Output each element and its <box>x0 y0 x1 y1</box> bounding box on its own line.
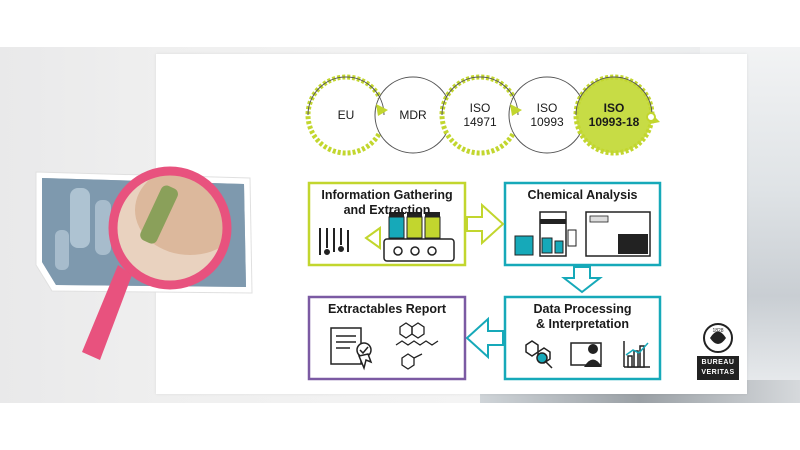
step-title-data-processing: Data Processing & Interpretation <box>533 302 632 331</box>
arrow-down-icon <box>561 266 603 294</box>
chevron-left-icon <box>364 226 381 250</box>
circle-label-eu: EU <box>337 108 355 122</box>
extraction-vials-icon <box>383 212 455 262</box>
chemical-structures-icon <box>395 322 439 370</box>
arrow-left-icon <box>465 316 504 360</box>
extraction-tools-icon <box>319 228 349 255</box>
magnifier-lens <box>108 166 232 290</box>
bar-chart-icon <box>623 341 650 368</box>
magnifier-illustration <box>35 166 253 360</box>
regulation-chain <box>305 74 660 156</box>
computer-user-icon <box>570 342 602 367</box>
certificate-icon <box>330 327 373 371</box>
magnifier-handle <box>82 265 132 360</box>
circle-label-mdr: MDR <box>399 108 427 122</box>
chain-end-dot <box>646 112 656 122</box>
step-title-info-gathering: Information Gathering and Extraction <box>321 188 453 217</box>
logo-text-veritas: VERITAS <box>701 369 735 376</box>
arrow-right-icon <box>466 202 505 246</box>
logo-text-bureau: BUREAU <box>701 359 735 366</box>
chromatograph-icon <box>514 211 651 257</box>
step-title-extractables-report: Extractables Report <box>327 302 447 316</box>
step-title-chemical-analysis: Chemical Analysis <box>527 188 638 202</box>
chain-arrow-icon <box>376 104 388 116</box>
logo-year: 1828 <box>712 328 724 334</box>
chain-arrow-icon <box>510 104 522 116</box>
bureau-veritas-logo <box>697 323 739 380</box>
circle-label-iso-14971: ISO 14971 <box>463 101 497 129</box>
molecule-search-icon <box>525 340 553 369</box>
circle-label-iso-10993: ISO 10993 <box>530 101 564 129</box>
circle-label-iso-10993-18: ISO 10993-18 <box>588 101 640 129</box>
